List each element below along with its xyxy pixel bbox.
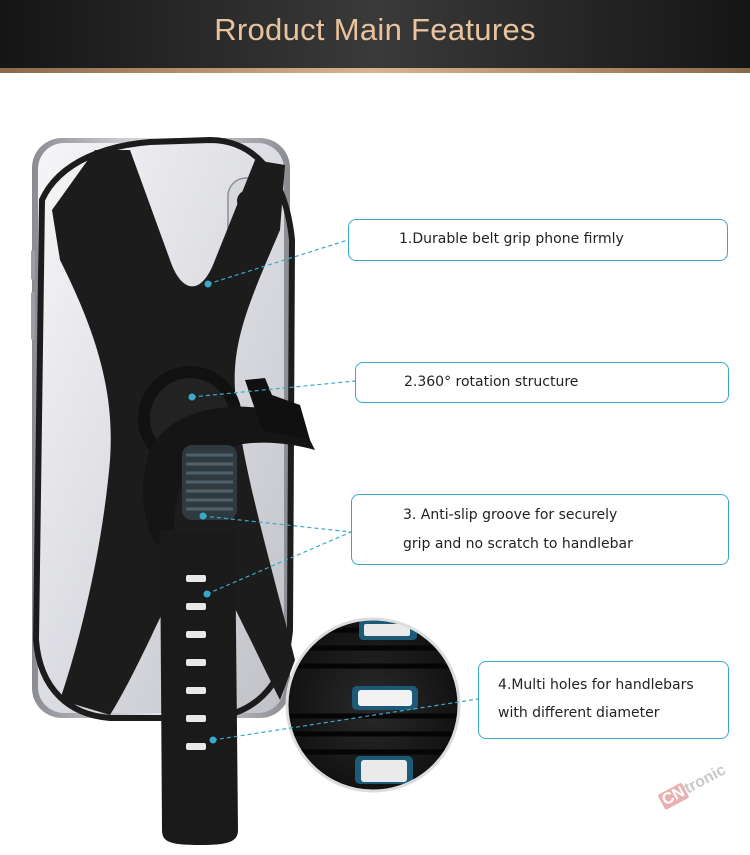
feature-3-text-line-1: 3. Anti-slip groove for securely [403, 507, 618, 523]
feature-callout-2: 2.360° rotation structure [355, 362, 729, 403]
silicone-holder [32, 136, 315, 845]
feature-3-text-line-2: grip and no scratch to handlebar [403, 536, 633, 552]
page-title: Rroduct Main Features [214, 12, 536, 47]
feature-callout-3: 3. Anti-slip groove for securely grip an… [351, 494, 729, 565]
feature-callout-4: 4.Multi holes for handlebars with differ… [478, 661, 729, 739]
leader-dots [188, 280, 217, 744]
feature-1-text: 1.Durable belt grip phone firmly [399, 231, 624, 247]
header-bar [0, 0, 750, 68]
header-gold-line [0, 68, 750, 73]
feature-4-text-line-2: with different diameter [498, 705, 660, 721]
feature-callout-1: 1.Durable belt grip phone firmly [348, 219, 728, 261]
leader-lines [191, 239, 479, 741]
feature-4-text-line-1: 4.Multi holes for handlebars [498, 677, 694, 693]
feature-2-text: 2.360° rotation structure [404, 374, 579, 390]
